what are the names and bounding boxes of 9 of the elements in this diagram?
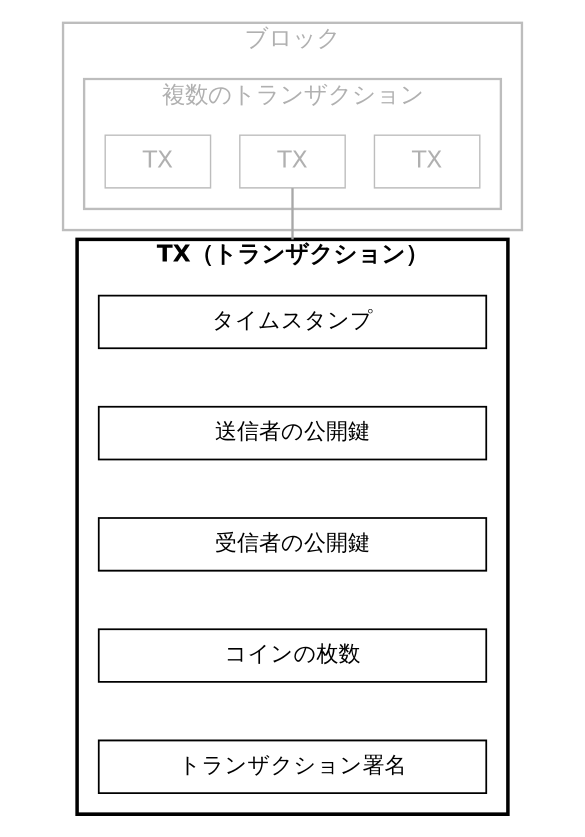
node-box: TX xyxy=(374,134,481,189)
node-box: TX xyxy=(239,134,346,189)
node-box: TX xyxy=(104,134,212,189)
node-box: 送信者の公開鍵 xyxy=(98,406,488,460)
node-box: 受信者の公開鍵 xyxy=(98,517,488,572)
node-box: タイムスタンプ xyxy=(98,294,488,350)
node-box: コインの枚数 xyxy=(98,628,488,683)
connector xyxy=(291,188,294,240)
node-box: トランザクション署名 xyxy=(98,740,488,794)
